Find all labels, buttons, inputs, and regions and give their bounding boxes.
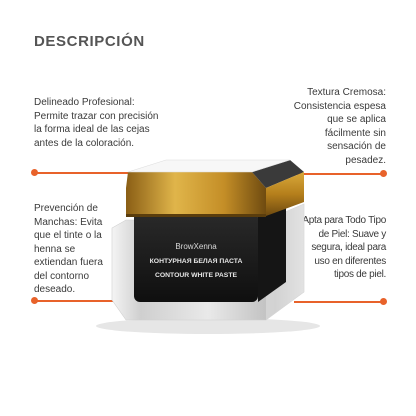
product-jar-illustration: BrowXenna КОНТУРНАЯ БЕЛАЯ ПАСТА CONTOUR … [96,159,320,334]
feature-apta: Apta para Todo Tipo de Piel: Suave y seg… [302,215,386,280]
feature-textura: Textura Cremosa: Consistencia espesa que… [293,87,386,166]
product-brand: BrowXenna [175,242,217,251]
feature-delineado: Delineado Profesional: Permite trazar co… [34,97,159,149]
product-label-ru: КОНТУРНАЯ БЕЛАЯ ПАСТА [150,258,243,265]
connector-line-delineado [35,172,155,174]
product-label-en: CONTOUR WHITE PASTE [155,272,238,279]
connector-dot-apta [380,298,387,305]
connector-line-prevencion [35,300,113,302]
connector-dot-prevencion [31,297,38,304]
feature-prevencion: Prevención de Manchas: Evita que el tint… [34,203,103,295]
product-jar: BrowXenna КОНТУРНАЯ БЕЛАЯ ПАСТА CONTOUR … [90,150,326,340]
connector-line-apta [294,301,382,303]
connector-dot-delineado [31,169,38,176]
connector-line-textura [270,173,384,175]
section-title: DESCRIPCIÓN [34,33,145,50]
